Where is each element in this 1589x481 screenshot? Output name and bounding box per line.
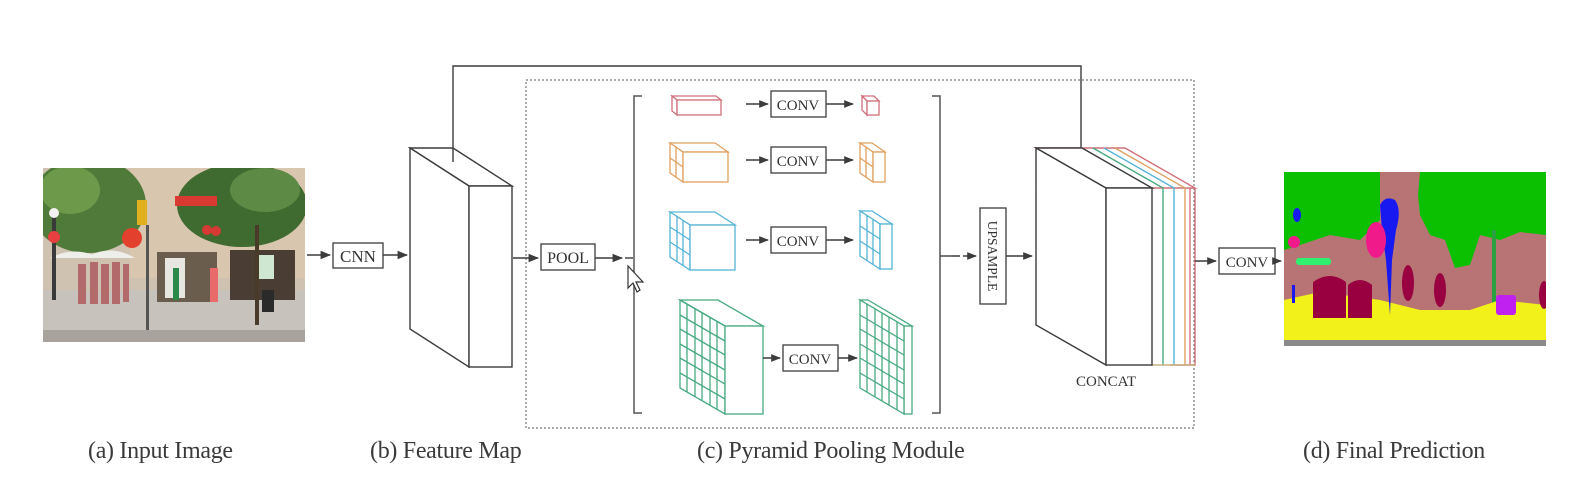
right-bracket bbox=[932, 95, 941, 414]
reduced-feature-level-2 bbox=[857, 141, 888, 184]
reduced-feature-level-1 bbox=[860, 94, 881, 117]
pooled-feature-level-4 bbox=[677, 298, 766, 416]
upsample-block: UPSAMPLE bbox=[979, 207, 1007, 305]
feature-map bbox=[407, 146, 515, 369]
upsample-label: UPSAMPLE bbox=[985, 221, 1000, 292]
input-image bbox=[43, 168, 305, 342]
conv-block-level-1 bbox=[770, 90, 827, 118]
conv-block-level-2 bbox=[770, 146, 827, 174]
pyramid-level-2: CONV bbox=[667, 141, 888, 184]
concat-feature bbox=[1033, 146, 1198, 367]
pool-block: POOL bbox=[540, 243, 596, 271]
conv-label-level-2: CONV bbox=[777, 154, 820, 170]
final-prediction-map bbox=[1284, 172, 1546, 346]
concat-layer-level-2 bbox=[1114, 147, 1186, 365]
concat-base-feature bbox=[1033, 146, 1155, 367]
pooled-feature-level-3 bbox=[667, 210, 738, 272]
pooled-feature-level-2 bbox=[667, 141, 731, 184]
caption-pyramid-pooling-module: (c) Pyramid Pooling Module bbox=[697, 438, 965, 464]
final-conv-block: CONV bbox=[1218, 247, 1276, 275]
pooled-feature-level-1 bbox=[670, 94, 723, 117]
concat-layer-level-3 bbox=[1103, 147, 1175, 365]
pyramid-level-3: CONV bbox=[667, 209, 895, 272]
cnn-block: CNN bbox=[332, 242, 384, 269]
conv-label-level-3: CONV bbox=[777, 234, 820, 250]
mouse-cursor-icon bbox=[627, 264, 645, 293]
reduced-feature-level-4 bbox=[857, 298, 915, 416]
caption-input-image: (a) Input Image bbox=[88, 438, 233, 464]
pyramid-level-1: CONV bbox=[670, 90, 881, 118]
left-bracket bbox=[633, 95, 642, 414]
pyramid-pooling-module-boundary bbox=[525, 79, 1195, 429]
caption-final-prediction: (d) Final Prediction bbox=[1303, 438, 1485, 464]
pool-label: POOL bbox=[547, 250, 589, 267]
final-conv-label: CONV bbox=[1226, 255, 1269, 271]
skip-connection-line bbox=[452, 65, 1085, 162]
conv-label-level-1: CONV bbox=[777, 98, 820, 114]
cnn-label: CNN bbox=[340, 247, 376, 266]
concat-label: CONCAT bbox=[1076, 374, 1136, 390]
conv-block-level-3 bbox=[770, 226, 827, 254]
pyramid-level-4: CONV bbox=[677, 298, 915, 416]
reduced-feature-level-3 bbox=[857, 209, 895, 271]
concat-layer-level-4 bbox=[1092, 147, 1164, 365]
conv-label-level-4: CONV bbox=[789, 352, 832, 368]
caption-feature-map: (b) Feature Map bbox=[370, 438, 522, 464]
